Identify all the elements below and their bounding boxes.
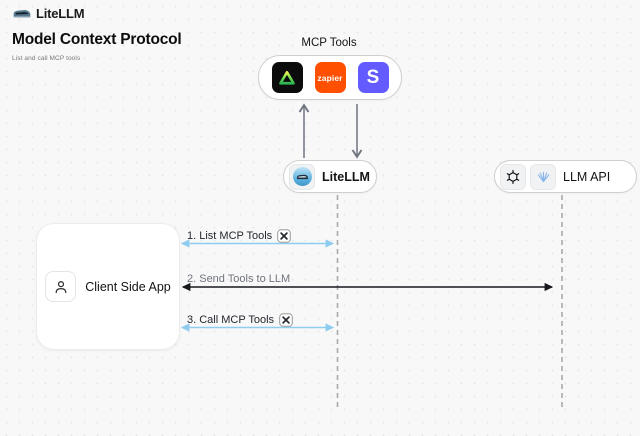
mcp-tools-node[interactable]: zapier S bbox=[258, 55, 402, 100]
flow-2-text: 2. Send Tools to LLM bbox=[187, 273, 291, 285]
flow-3-text: 3. Call MCP Tools bbox=[187, 314, 275, 326]
person-icon bbox=[45, 271, 77, 302]
litellm-node[interactable]: LiteLLM bbox=[283, 160, 377, 193]
llm-api-node[interactable]: LLM API bbox=[494, 160, 637, 193]
stripe-letter: S bbox=[366, 67, 380, 88]
zapier-wordmark: zapier bbox=[317, 72, 343, 83]
stripe-icon[interactable]: S bbox=[357, 62, 389, 93]
tools-icon bbox=[279, 313, 293, 327]
litellm-logo-tile bbox=[289, 163, 315, 190]
flow-label-3: 3. Call MCP Tools bbox=[187, 313, 293, 327]
openai-icon bbox=[500, 163, 526, 190]
litellm-train-icon bbox=[12, 6, 32, 21]
flow-1-text: 1. List MCP Tools bbox=[187, 230, 273, 242]
flow-label-2: 2. Send Tools to LLM bbox=[187, 273, 290, 285]
mcp-tools-label: MCP Tools bbox=[301, 37, 357, 49]
brand-name: LiteLLM bbox=[36, 6, 85, 21]
brand-header: LiteLLM bbox=[12, 6, 85, 21]
llm-provider-fan-icon bbox=[530, 163, 556, 190]
page-subtitle: List and call MCP tools bbox=[12, 55, 81, 62]
zapier-icon[interactable]: zapier bbox=[314, 62, 346, 93]
litellm-node-label: LiteLLM bbox=[322, 169, 370, 184]
triangle-tool-icon[interactable] bbox=[271, 62, 303, 93]
flow-label-1: 1. List MCP Tools bbox=[187, 229, 291, 243]
client-node-label: Client Side App bbox=[85, 279, 171, 294]
tools-icon bbox=[277, 229, 291, 243]
page-title: Model Context Protocol bbox=[12, 31, 182, 48]
client-side-app-node[interactable]: Client Side App bbox=[36, 223, 180, 350]
litellm-circle-icon bbox=[292, 167, 312, 186]
llm-api-node-label: LLM API bbox=[563, 169, 611, 184]
